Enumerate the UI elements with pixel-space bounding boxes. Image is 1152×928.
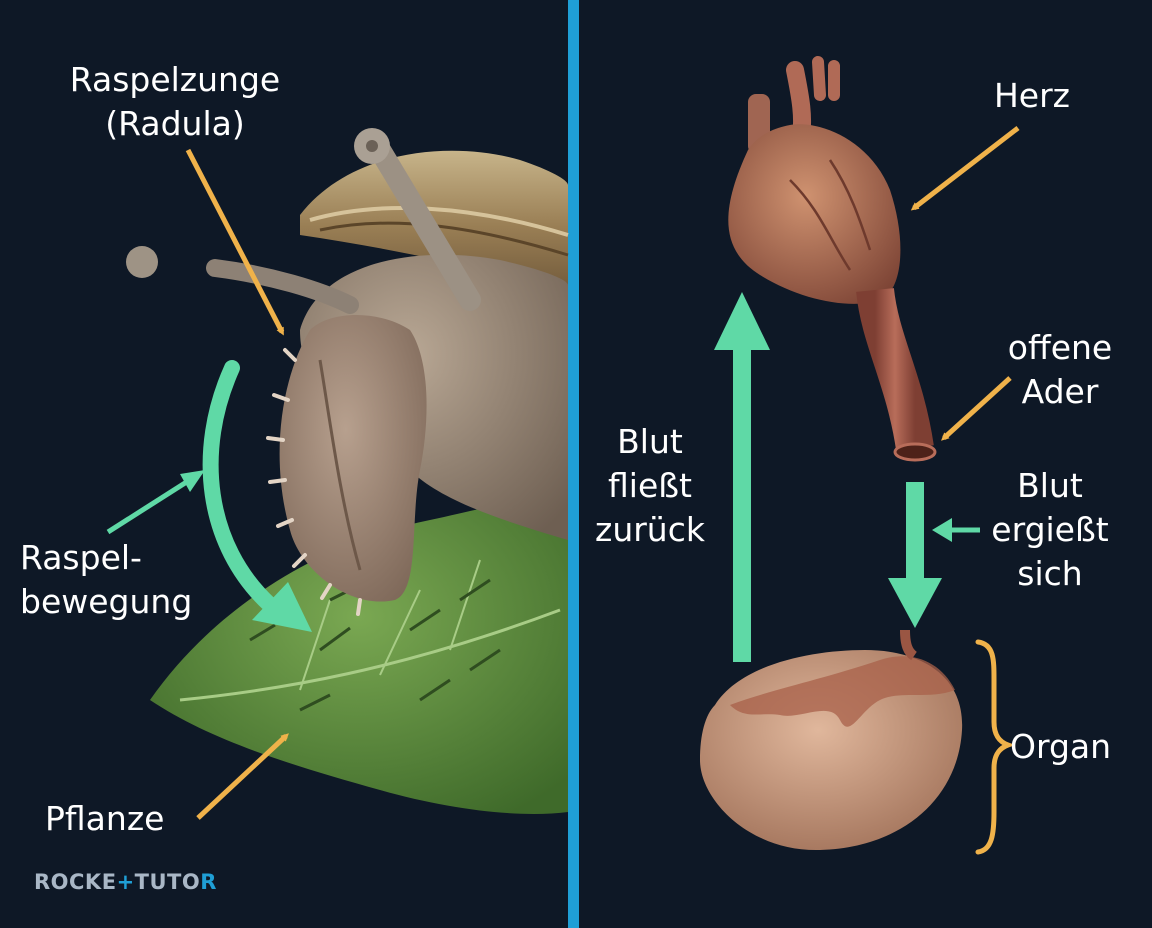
radula-pointer [185, 148, 285, 336]
organ [700, 629, 963, 851]
logo-part3: TUTO [134, 870, 201, 894]
leaf [150, 485, 568, 814]
logo-plus: + [116, 870, 135, 894]
blood-return-arrowhead [714, 292, 770, 350]
label-radula: Raspelzunge (Radula) [40, 58, 310, 146]
label-rasp-motion: Raspel- bewegung [0, 536, 220, 624]
label-blood-returns: Blut fließt zurück [585, 420, 715, 552]
label-radula-line2: (Radula) [105, 104, 245, 143]
panel-divider [568, 0, 579, 928]
heart-pointer [910, 126, 1020, 211]
label-radula-line1: Raspelzunge [69, 60, 281, 99]
vessel-pointer [941, 376, 1012, 441]
label-return-line2: fließt [608, 466, 692, 505]
label-vessel-line1: offene [1007, 328, 1113, 367]
label-flow-line3: sich [1017, 554, 1083, 593]
label-blood-pours: Blut ergießt sich [975, 464, 1125, 596]
label-rasp-line1: Raspel- [20, 538, 142, 577]
label-heart: Herz [962, 74, 1102, 118]
flow-pointer-head [932, 518, 952, 542]
label-heart-text: Herz [993, 76, 1070, 115]
organ-brace [975, 639, 1016, 855]
label-open-vessel: offene Ader [980, 326, 1140, 414]
blood-flow-arrowhead [888, 578, 942, 628]
label-flow-line2: ergießt [991, 510, 1109, 549]
rasp-motion-arrow [202, 360, 278, 613]
label-rasp-line2: bewegung [20, 582, 193, 621]
label-organ: Organ [1010, 725, 1140, 769]
rasp-pointer-head [180, 470, 205, 492]
logo-part1: ROCKE [34, 870, 117, 894]
rasp-pointer [106, 473, 198, 535]
label-return-line1: Blut [617, 422, 683, 461]
brand-logo: ROCKE+TUTOR [34, 870, 217, 894]
label-return-line3: zurück [595, 510, 705, 549]
plant-pointer [196, 733, 289, 820]
blood-flow-arrow [906, 482, 924, 582]
label-vessel-line2: Ader [1021, 372, 1099, 411]
open-vessel [856, 287, 937, 462]
label-flow-line1: Blut [1017, 466, 1083, 505]
label-plant-text: Pflanze [45, 799, 165, 838]
rasp-motion-arrowhead [252, 582, 312, 632]
label-organ-text: Organ [1010, 727, 1112, 766]
heart [728, 56, 901, 304]
logo-part4: R [200, 870, 217, 894]
label-plant: Pflanze [45, 797, 195, 841]
snail [126, 128, 569, 616]
